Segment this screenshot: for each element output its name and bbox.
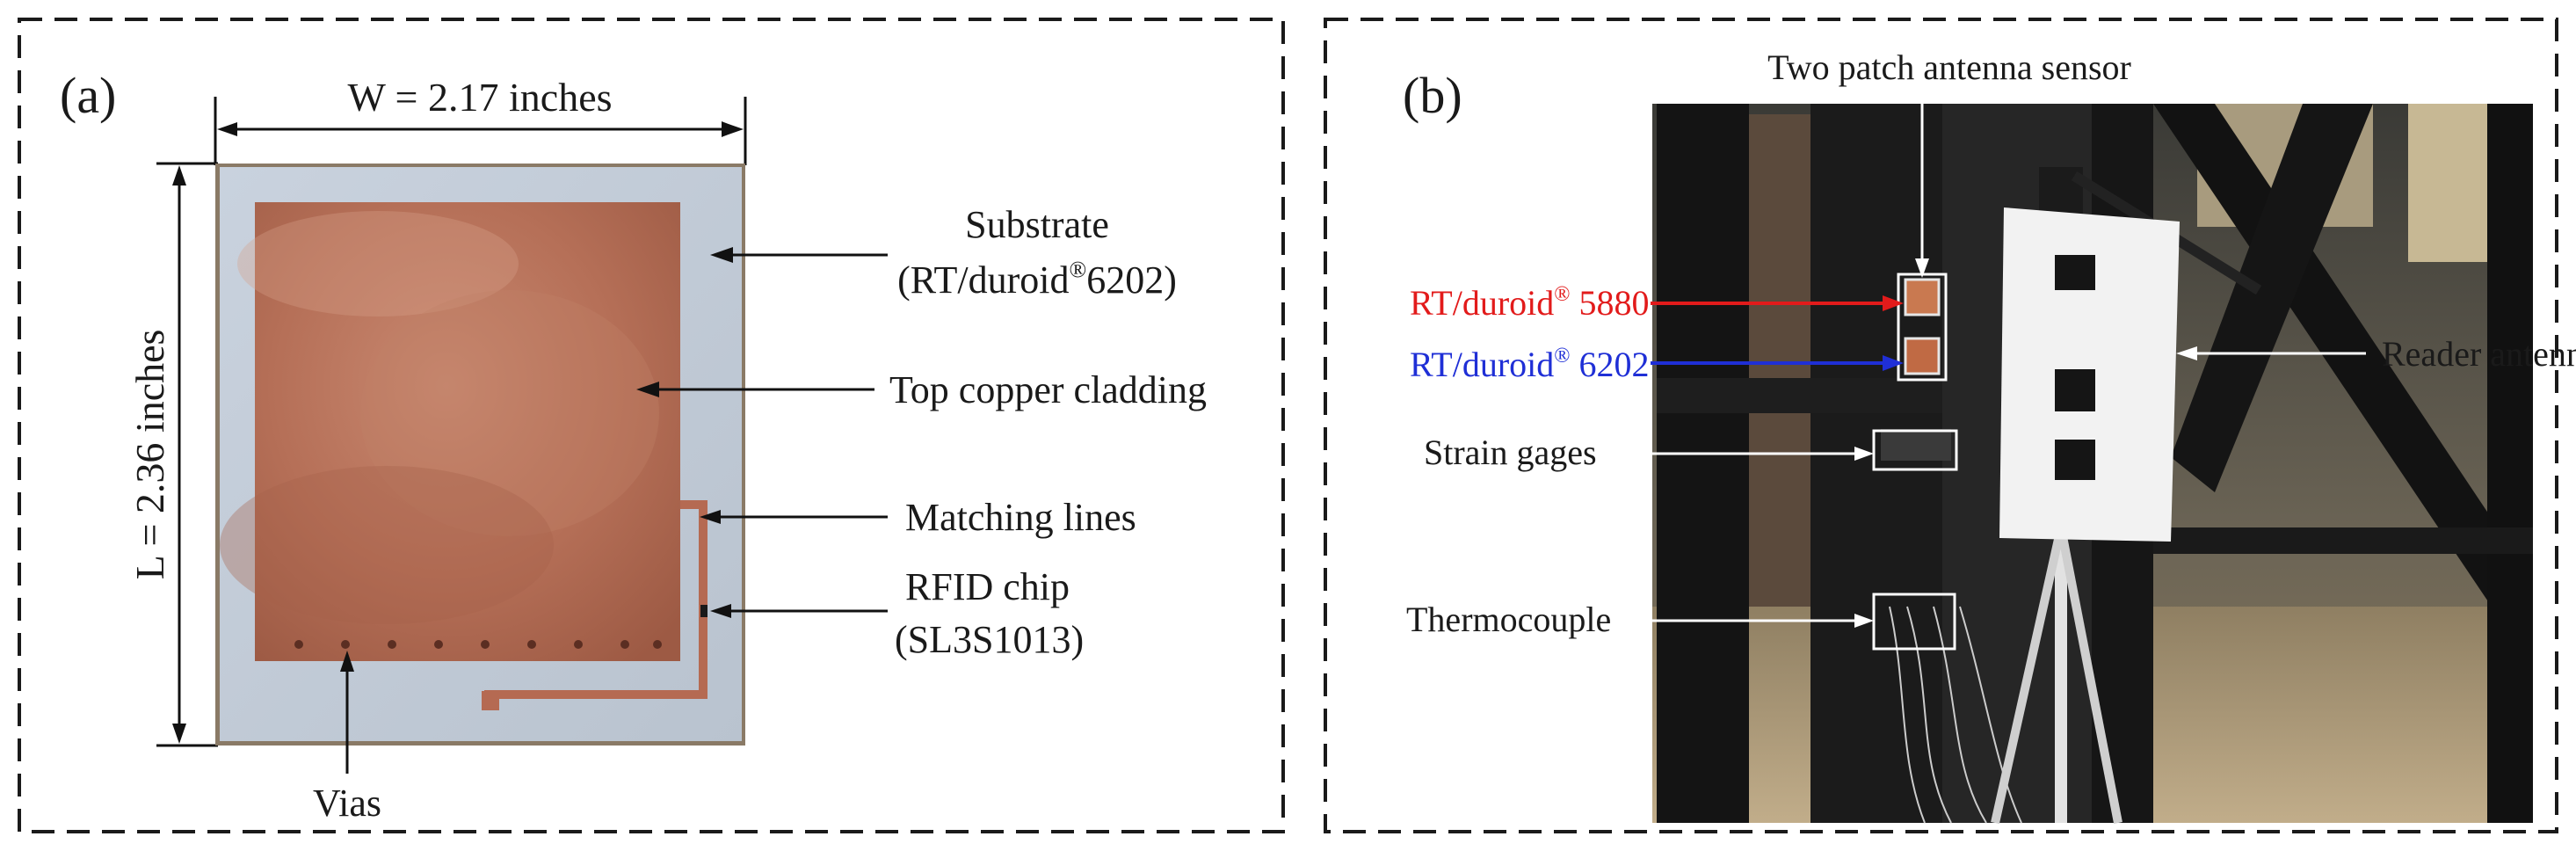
callout-rt5880: RT/duroid® 5880 [1410,283,1904,323]
rfid-label-2: (SL3S1013) [895,618,1084,661]
copper-cladding [255,202,680,661]
rfid-label-1: RFID chip [905,565,1070,608]
width-label: W = 2.17 inches [347,75,612,120]
rt5880-label: RT/duroid® 5880 [1410,283,1650,323]
callout-copper: Top copper cladding [636,368,1207,411]
callout-thermo: Thermocouple [1406,593,1956,651]
panel-b-border [1324,18,2558,833]
length-label: L = 2.36 inches [127,330,172,580]
reader-label: Reader antenna [2382,334,2576,374]
substrate-label-1: Substrate [965,203,1109,246]
callout-reader: Reader antenna [2176,334,2576,374]
callout-strain: Strain gages [1424,429,1958,472]
antenna-board-photo [215,164,745,746]
matching-label: Matching lines [905,496,1136,539]
copper-label: Top copper cladding [889,368,1207,411]
strain-label: Strain gages [1424,433,1597,472]
callout-sensor: Two patch antenna sensor [1767,47,2131,278]
strain-highlight-box [1872,429,1958,471]
length-dimension [156,162,218,747]
rfid-chip [700,605,707,617]
width-dimension [214,97,747,165]
callout-vias: Vias [313,651,381,825]
vias-row [294,640,662,649]
vias-label: Vias [313,782,381,825]
rt6202-label: RT/duroid® 6202 [1410,345,1650,384]
callout-rt6202: RT/duroid® 6202 [1410,345,1904,384]
callout-substrate: Substrate (RT/duroid®6202) [710,203,1177,302]
sensor-label: Two patch antenna sensor [1767,47,2131,87]
callout-rfid: RFID chip (SL3S1013) [710,565,1084,661]
panel-a-label: (a) [60,67,116,124]
sensor-highlight-box [1897,273,1948,382]
thermo-highlight-box [1872,593,1956,651]
substrate-label-2: (RT/duroid®6202) [897,257,1177,302]
panel-a-border [18,18,1285,833]
lab-setup-photo [1652,104,2533,825]
thermo-label: Thermocouple [1406,600,1611,639]
panel-b-label: (b) [1403,67,1462,124]
callout-matching: Matching lines [700,496,1136,539]
